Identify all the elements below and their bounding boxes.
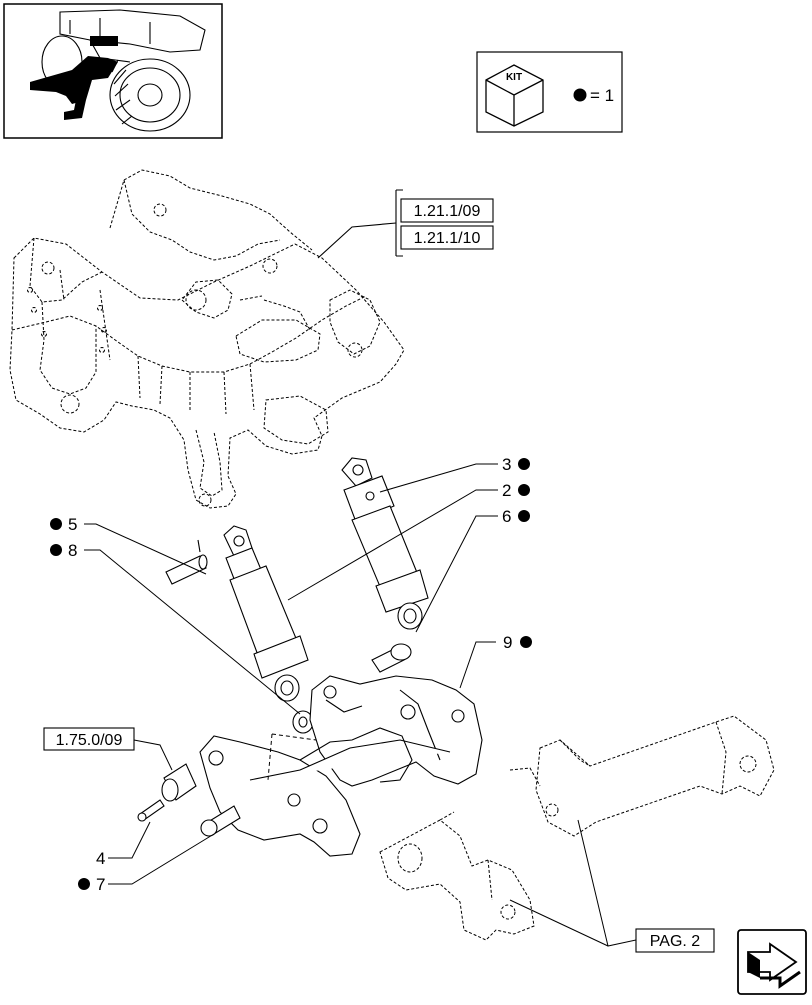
pin-item-7 bbox=[200, 805, 241, 837]
kit-marker-icon bbox=[518, 510, 530, 522]
kit-marker-icon bbox=[78, 878, 90, 890]
callout-number-7: 7 bbox=[96, 875, 105, 894]
reference-box-2[interactable]: 1.21.1/10 bbox=[400, 225, 494, 250]
callout-4: 4 bbox=[96, 849, 105, 868]
callout-5: 5 bbox=[50, 515, 77, 534]
kit-bullet-icon bbox=[573, 88, 587, 102]
reference-box-1[interactable]: 1.21.1/09 bbox=[400, 198, 494, 223]
bolt-item-4 bbox=[137, 799, 165, 822]
page-reference-label: PAG. 2 bbox=[650, 933, 700, 950]
callout-number-3: 3 bbox=[502, 455, 511, 474]
leader-lines bbox=[84, 463, 498, 885]
callout-number-2: 2 bbox=[502, 481, 511, 500]
kit-box-icon bbox=[485, 64, 544, 127]
callout-number-4: 4 bbox=[96, 849, 105, 868]
reference-box-3[interactable]: 1.75.0/09 bbox=[43, 727, 173, 771]
pin-item-5 bbox=[165, 539, 208, 585]
kit-equals-text: = 1 bbox=[590, 86, 614, 105]
callout-number-9: 9 bbox=[503, 633, 512, 652]
page-reference-box[interactable]: PAG. 2 bbox=[509, 819, 715, 953]
callout-number-8: 8 bbox=[68, 541, 77, 560]
lower-link-arm-right bbox=[509, 715, 775, 837]
front-support-frame bbox=[9, 169, 405, 509]
reference-label-3: 1.75.0/09 bbox=[56, 732, 123, 749]
hydraulic-cylinder-left bbox=[223, 525, 309, 702]
hydraulic-cylinder-right bbox=[341, 457, 429, 630]
sleeve-item-1-75 bbox=[161, 763, 197, 802]
lower-link-arm-left bbox=[379, 811, 535, 941]
callout-6: 6 bbox=[502, 507, 530, 526]
reference-bracket-top bbox=[317, 189, 403, 259]
kit-label: KIT bbox=[506, 72, 522, 83]
kit-marker-icon bbox=[50, 544, 62, 556]
callout-3: 3 bbox=[502, 455, 530, 474]
reference-label-1: 1.21.1/09 bbox=[414, 203, 481, 220]
kit-marker-icon bbox=[50, 518, 62, 530]
callout-9: 9 bbox=[503, 633, 532, 652]
kit-marker-icon bbox=[518, 458, 530, 470]
kit-legend: KIT = 1 bbox=[476, 51, 623, 133]
callout-2: 2 bbox=[502, 481, 530, 500]
next-page-arrow-icon[interactable] bbox=[737, 929, 807, 995]
callout-number-5: 5 bbox=[68, 515, 77, 534]
pivot-bracket-item-9 bbox=[199, 675, 483, 857]
callout-number-6: 6 bbox=[502, 507, 511, 526]
reference-label-2: 1.21.1/10 bbox=[414, 230, 481, 247]
assembly-axis-line bbox=[267, 733, 317, 781]
callout-7: 7 bbox=[78, 875, 105, 894]
kit-marker-icon bbox=[520, 636, 532, 648]
callout-8: 8 bbox=[50, 541, 77, 560]
tractor-thumbnail-icon bbox=[3, 3, 223, 139]
bushing-item-8 bbox=[292, 710, 314, 734]
pin-item-6 bbox=[371, 643, 412, 673]
kit-marker-icon bbox=[518, 484, 530, 496]
